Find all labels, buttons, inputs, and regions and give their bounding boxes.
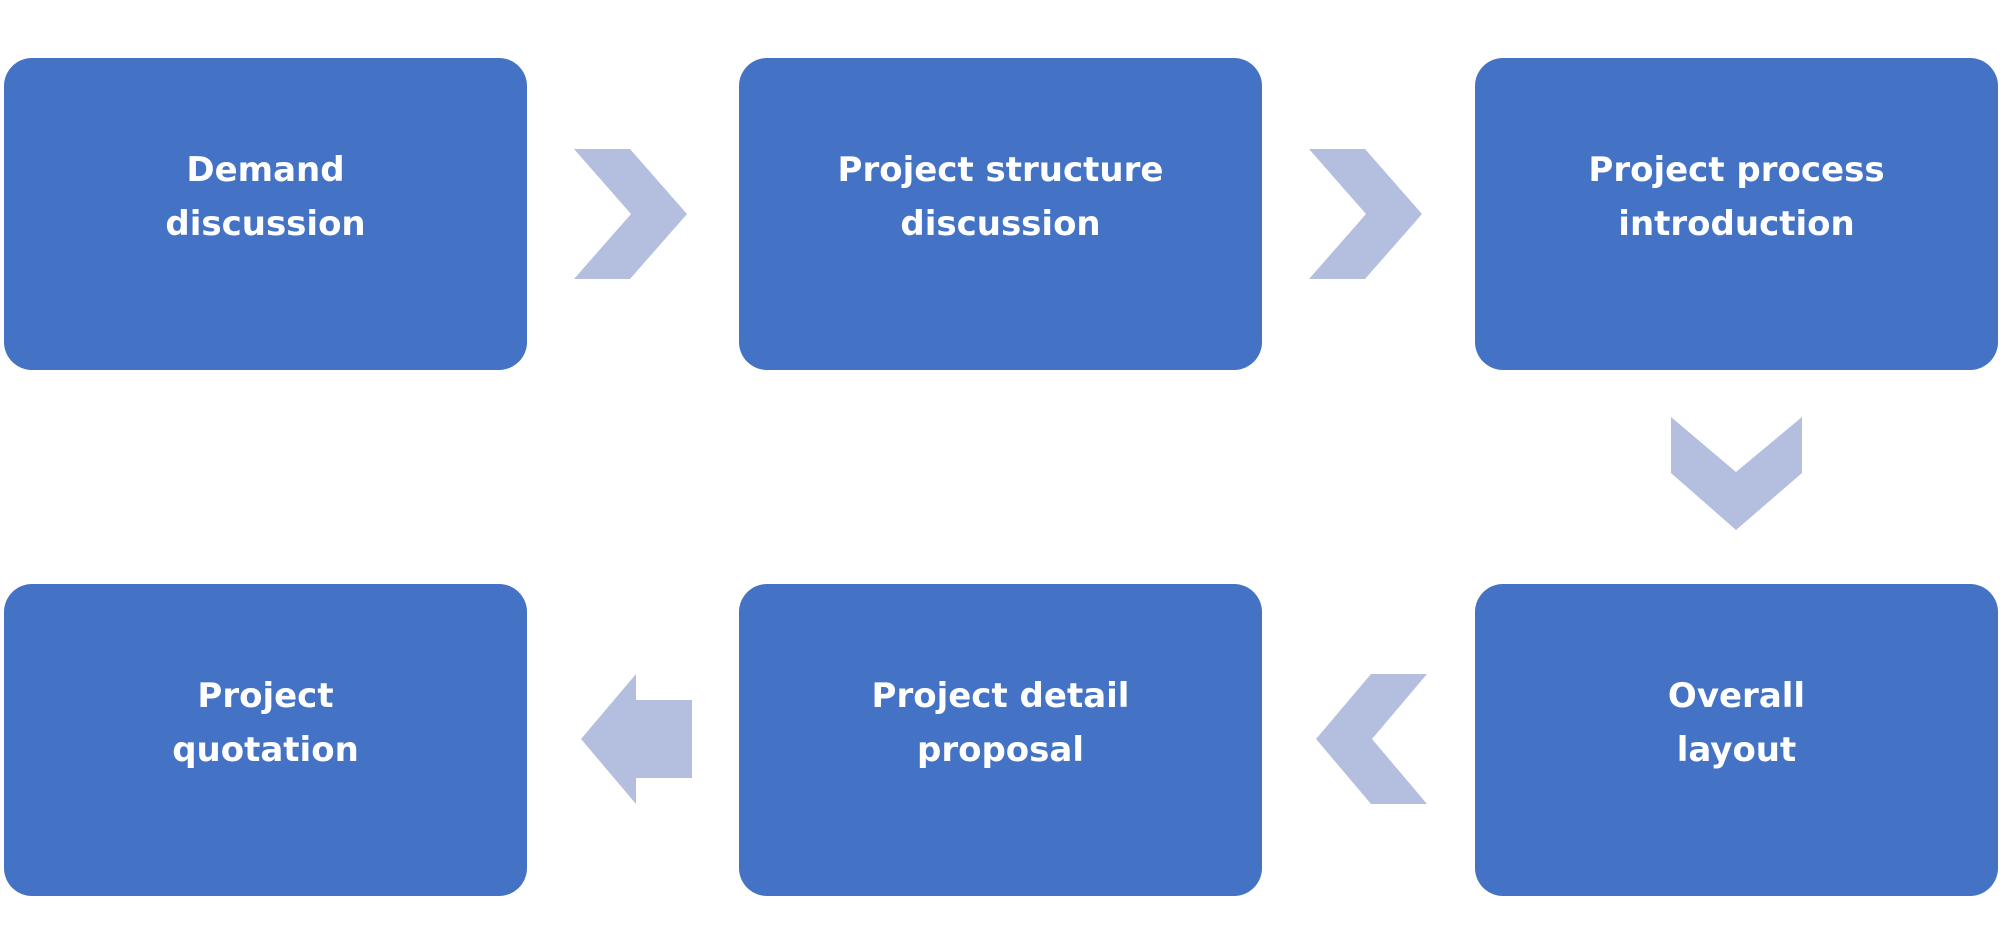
arrow-left-icon [581, 674, 692, 804]
step-project-detail-proposal: Project detail proposal [739, 584, 1262, 896]
step-label: Project detail proposal [871, 676, 1130, 770]
step-overall-layout: Overall layout [1475, 584, 1998, 896]
step-project-structure-discussion: Project structure discussion [739, 58, 1262, 370]
step-label: Project process introduction [1588, 150, 1885, 244]
step-label: Overall layout [1667, 676, 1806, 770]
step-demand-discussion: Demand discussion [4, 58, 527, 370]
step-label: Demand discussion [165, 150, 366, 244]
step-label: Project structure discussion [837, 150, 1164, 244]
chevron-down-icon [1671, 417, 1802, 530]
step-project-quotation: Project quotation [4, 584, 527, 896]
step-label: Project quotation [172, 676, 359, 770]
step-project-process-introduction: Project process introduction [1475, 58, 1998, 370]
chevron-right-icon [1309, 149, 1422, 279]
chevron-left-icon [1316, 674, 1427, 804]
chevron-right-icon [574, 149, 687, 279]
